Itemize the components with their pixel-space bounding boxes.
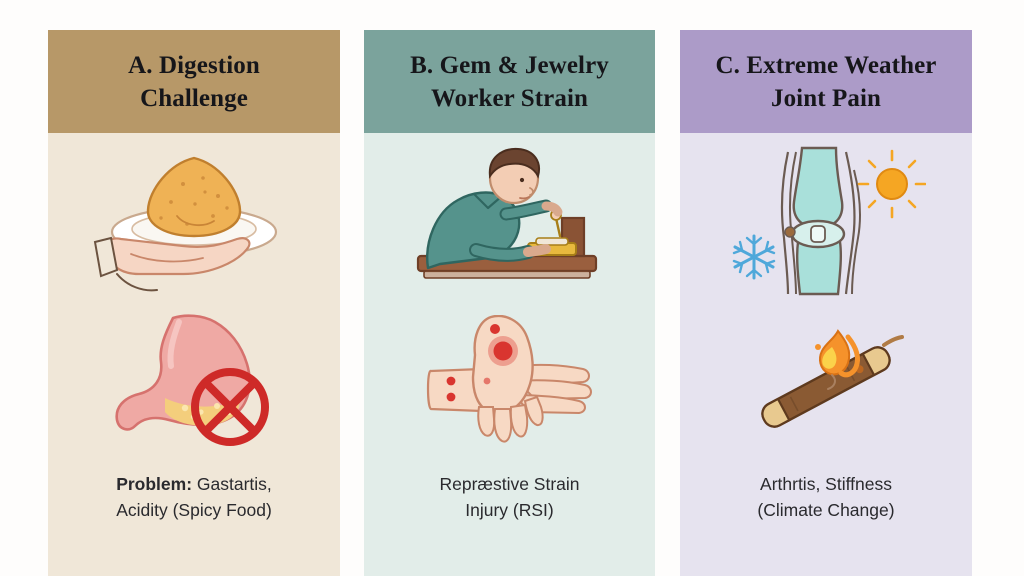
panel-c-body: Arthrtis, Stiffness (Climate Change) (680, 133, 972, 576)
illustration-burning-moxa-stick (680, 308, 972, 456)
panel-digestion-challenge: A. Digestion Challenge (48, 30, 340, 576)
panel-b-caption-line1: Repræstive Strain (439, 474, 580, 494)
sun-icon (857, 149, 926, 218)
jeweler-workbench-icon (416, 147, 597, 279)
panel-b-title-line2: Worker Strain (430, 84, 589, 112)
illustration-stomach-with-prohibition-sign (48, 308, 340, 456)
panel-a-title: A. Digestion Challenge (128, 49, 260, 115)
hand-plate-food-icon (93, 156, 277, 291)
panel-b-body: Repræstive Strain Injury (RSI) (364, 133, 655, 576)
panel-b-title-line1: B. Gem & Jewelry (410, 51, 609, 79)
snowflake-icon (732, 234, 776, 279)
moxa-stick-flame-icon (760, 329, 904, 428)
illustration-hands-with-pain-spots (364, 308, 655, 456)
panel-a-caption-line2: Acidity (Spicy Food) (116, 500, 272, 521)
panel-a-title-line2: Challenge (140, 84, 248, 112)
panel-c-caption: Arthrtis, Stiffness (Climate Change) (680, 471, 972, 524)
panel-c-caption-line1: Arthrtis, Stiffness (760, 474, 892, 494)
stomach-prohibition-icon (115, 314, 269, 446)
panel-c-header: C. Extreme Weather Joint Pain (680, 30, 972, 133)
panel-b-header: B. Gem & Jewelry Worker Strain (364, 30, 655, 133)
illustration-jeweler-at-workbench (364, 133, 655, 308)
panel-b-title: B. Gem & Jewelry Worker Strain (410, 49, 609, 115)
panel-a-body: Problem: Gastartis, Acidity (Spicy Food) (48, 133, 340, 576)
panel-b-caption: Repræstive Strain Injury (RSI) (364, 471, 655, 524)
knee-joint-weather-icon (732, 146, 926, 295)
panel-a-caption-bold: Problem: (116, 474, 193, 494)
panel-extreme-weather-joint-pain: C. Extreme Weather Joint Pain (680, 30, 972, 576)
panel-a-caption: Problem: Gastartis, Acidity (Spicy Food) (48, 471, 340, 524)
illustration-hand-holding-plate-of-fried-food (48, 133, 340, 308)
illustration-knee-joint-with-sun-and-snowflake (680, 133, 972, 308)
panel-c-title: C. Extreme Weather Joint Pain (716, 49, 937, 115)
panel-c-title-line1: C. Extreme Weather (715, 51, 937, 79)
panel-b-caption-line2: Injury (RSI) (465, 500, 554, 521)
panel-gem-jewelry-worker-strain: B. Gem & Jewelry Worker Strain (364, 30, 655, 576)
panel-a-title-line1: A. Digestion (128, 51, 260, 79)
panel-a-header: A. Digestion Challenge (48, 30, 340, 133)
hands-pain-spots-icon (426, 314, 592, 443)
panel-c-title-line2: Joint Pain (770, 84, 882, 112)
panel-c-caption-line2: (Climate Change) (757, 500, 895, 521)
panel-a-caption-line1: Gastartis, (192, 474, 272, 494)
